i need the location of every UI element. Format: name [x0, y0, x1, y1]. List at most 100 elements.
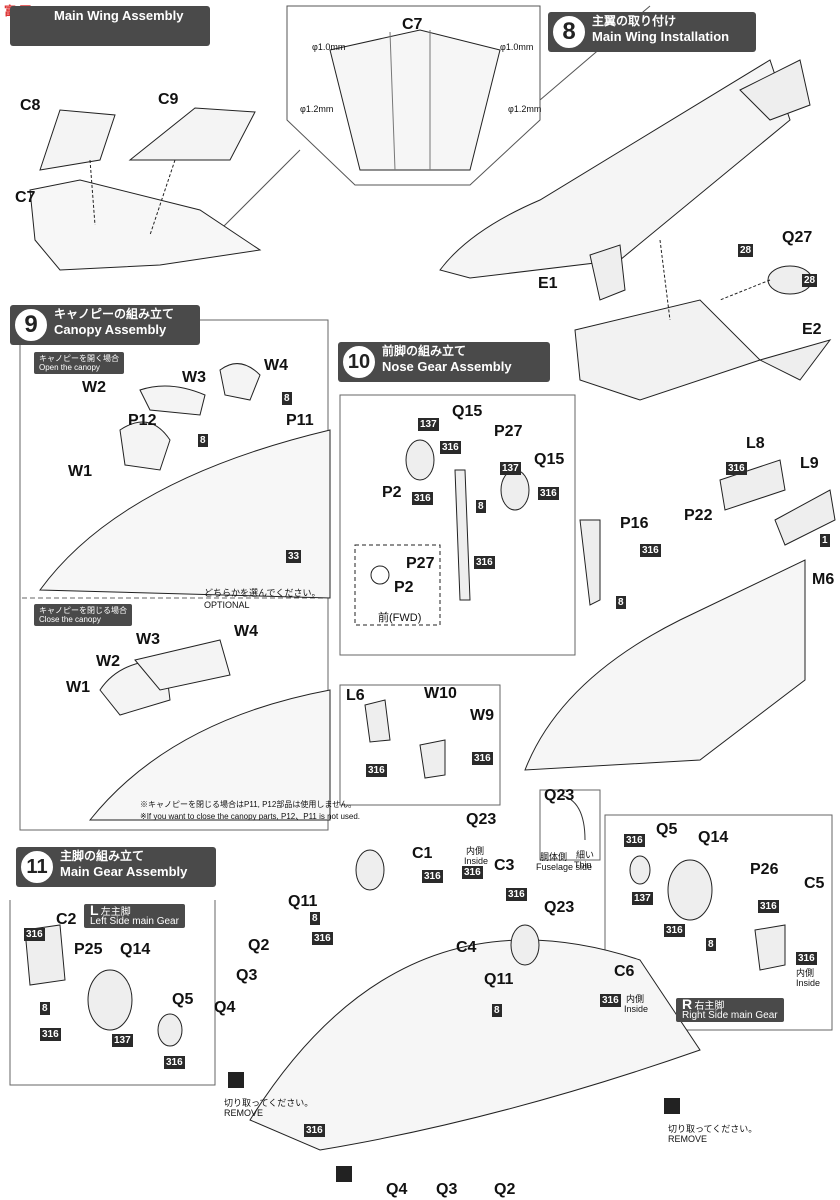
- part-c5: C5: [804, 875, 825, 892]
- part-p16: P16: [620, 515, 649, 532]
- paint-316-l6: 316: [366, 764, 387, 777]
- part-p2-detail: P2: [394, 579, 414, 596]
- part-c1: C1: [412, 845, 433, 862]
- remove-right-jp: 切り取ってください。: [668, 1124, 758, 1134]
- part-p22: P22: [684, 507, 713, 524]
- part-p2: P2: [382, 484, 402, 501]
- part-c6: C6: [614, 963, 635, 980]
- remove-icon-right: [664, 1098, 680, 1114]
- left-gear-letter: L: [90, 902, 99, 918]
- part-c9: C9: [158, 91, 179, 108]
- paint-316-right-c: 316: [758, 900, 779, 913]
- remove-left-en: REMOVE: [224, 1108, 264, 1118]
- main-gear-frames: [9, 789, 833, 1151]
- part-p12: P12: [128, 412, 157, 429]
- remove-icon-left: [228, 1072, 244, 1088]
- part-c8: C8: [20, 97, 41, 114]
- part-q15-b: Q15: [534, 451, 565, 468]
- part-p26: P26: [750, 861, 779, 878]
- part-w2-open: W2: [82, 379, 106, 396]
- part-q14-right: Q14: [698, 829, 729, 846]
- canopy-note-en: ※If you want to close the canopy parts, …: [140, 812, 361, 821]
- part-q2-a: Q2: [248, 937, 270, 954]
- paint-316-center-c: 316: [506, 888, 527, 901]
- step-11-jp: 主脚の組み立て: [60, 849, 145, 863]
- paint-316-left-c: 316: [164, 1056, 185, 1069]
- part-p25: P25: [74, 941, 103, 958]
- paint-1-m6: 1: [820, 534, 830, 547]
- right-gear-jp: 右主脚: [694, 1001, 725, 1012]
- step-7-en: Main Wing Assembly: [54, 8, 184, 23]
- paint-316-left-a: 316: [24, 928, 45, 941]
- part-l8: L8: [746, 435, 765, 452]
- paint-316-center-b: 316: [462, 866, 483, 879]
- part-w4-open: W4: [264, 357, 288, 374]
- part-w4-close: W4: [234, 623, 258, 640]
- right-inside-en: Inside: [796, 978, 821, 988]
- c6-inside-jp: 内側: [626, 994, 645, 1004]
- paint-28-a: 28: [738, 244, 754, 257]
- paint-8-right: 8: [706, 938, 716, 951]
- part-l9: L9: [800, 455, 819, 472]
- close-canopy-jp: キャノピーを閉じる場合: [39, 606, 127, 615]
- part-w2-close: W2: [96, 653, 120, 670]
- paint-28-b: 28: [802, 274, 818, 287]
- part-l6: L6: [346, 687, 365, 704]
- c6-inside-en: Inside: [624, 1004, 649, 1014]
- paint-316-right-d: 316: [796, 952, 817, 965]
- part-c7: C7: [15, 189, 36, 206]
- wing-drawing: [29, 107, 262, 271]
- part-w10: W10: [424, 685, 457, 702]
- open-canopy-header: キャノピーを開く場合 Open the canopy: [34, 352, 124, 374]
- step-11-number: 11: [18, 848, 56, 886]
- step-9-jp: キャノピーの組み立て: [54, 307, 175, 321]
- step-10-jp: 前脚の組み立て: [382, 344, 467, 358]
- right-gear-en: Right Side main Gear: [682, 1010, 778, 1021]
- step-9-number: 9: [12, 306, 50, 344]
- aircraft-step8: [439, 59, 832, 401]
- paint-8-p16: 8: [616, 596, 626, 609]
- remove-icon-bottom: [336, 1166, 352, 1182]
- paint-316-right-a: 316: [624, 834, 645, 847]
- part-w1-close: W1: [66, 679, 90, 696]
- part-p11: P11: [286, 412, 314, 429]
- close-canopy-header: キャノピーを閉じる場合 Close the canopy: [34, 604, 132, 626]
- paint-316-center-e: 316: [600, 994, 621, 1007]
- part-p27: P27: [494, 423, 523, 440]
- paint-8-nose: 8: [476, 500, 486, 513]
- paint-316-center-d: 316: [312, 932, 333, 945]
- step-11-en: Main Gear Assembly: [60, 864, 188, 879]
- fwd-label: 前(FWD): [378, 612, 422, 624]
- drill-size-right-large: φ1.2mm: [508, 104, 542, 114]
- q23-fuselage-jp: 胴体側: [540, 852, 568, 862]
- step-10-number: 10: [340, 343, 378, 381]
- canopy-frame: [19, 319, 331, 831]
- right-gear-header: R 右主脚 Right Side main Gear: [676, 997, 784, 1022]
- paint-316-center-a: 316: [422, 870, 443, 883]
- q23-thin-en: Thin: [574, 860, 592, 870]
- step-10-en: Nose Gear Assembly: [382, 359, 512, 374]
- c3-inside-jp: 内側: [466, 846, 485, 856]
- part-e2: E2: [802, 321, 822, 338]
- left-gear-jp: 左主脚: [100, 907, 131, 918]
- part-w9: W9: [470, 707, 494, 724]
- part-q11-a: Q11: [288, 893, 318, 910]
- part-q23-main: Q23: [466, 811, 497, 828]
- part-q23-detail: Q23: [544, 787, 575, 804]
- part-q11-b: Q11: [484, 971, 514, 988]
- close-canopy-en: Close the canopy: [39, 615, 101, 624]
- paint-316-p16: 316: [640, 544, 661, 557]
- step-8-jp: 主翼の取り付け: [592, 14, 677, 28]
- step-8-en: Main Wing Installation: [592, 29, 730, 44]
- detail-part-label: C7: [402, 16, 423, 33]
- q23-thin-jp: 細い: [576, 850, 595, 860]
- part-c3: C3: [494, 857, 515, 874]
- remove-left-jp: 切り取ってください。: [224, 1098, 314, 1108]
- drill-size-left-small: φ1.0mm: [312, 42, 346, 52]
- paint-316-right-b: 316: [664, 924, 685, 937]
- paint-316-nose-c: 316: [412, 492, 433, 505]
- part-q15-a: Q15: [452, 403, 483, 420]
- part-q27: Q27: [782, 229, 813, 246]
- paint-8-left: 8: [40, 1002, 50, 1015]
- part-q3-b: Q3: [436, 1181, 458, 1198]
